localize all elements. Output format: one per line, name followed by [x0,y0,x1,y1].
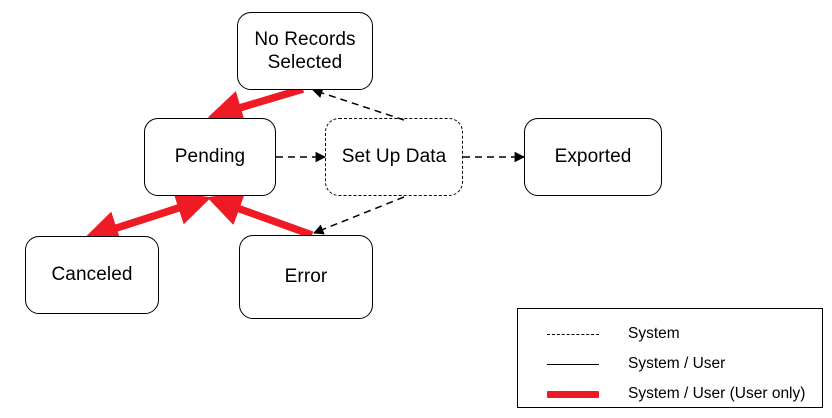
legend: System System / User System / User (User… [517,308,823,408]
node-label-no-records-selected: No Records Selected [254,28,356,73]
edge-error-to-pending [206,192,314,239]
edge-set-up-data-to-no-records-selected [312,87,405,121]
node-label-exported: Exported [554,146,632,168]
edge-no-records-selected-to-pending [207,85,305,125]
legend-label-system-user-user-only: System / User (User only) [628,385,806,402]
node-exported[interactable]: Exported [524,118,662,196]
node-set-up-data[interactable]: Set Up Data [325,118,463,196]
node-label-error: Error [284,266,328,288]
node-label-pending: Pending [174,146,246,168]
node-no-records-selected[interactable]: No Records Selected [237,12,373,90]
legend-swatch-dashed-line-wrap [518,333,628,335]
edge-set-up-data-to-error [313,196,405,235]
legend-swatch-dashed-line [547,333,599,335]
legend-swatch-solid-line-wrap [518,363,628,365]
legend-row-system-user: System / User [518,351,822,377]
legend-swatch-thick-red-line [547,390,599,398]
node-error[interactable]: Error [239,235,373,319]
legend-swatch-thick-red-line-wrap [518,390,628,398]
node-pending[interactable]: Pending [144,118,276,196]
legend-label-system-user: System / User [628,355,726,372]
legend-row-system: System [518,321,822,347]
legend-label-system: System [628,325,680,342]
node-canceled[interactable]: Canceled [25,236,159,314]
edge-pending-canceled [83,191,212,245]
node-label-canceled: Canceled [51,264,133,286]
legend-row-system-user-user-only: System / User (User only) [518,381,822,407]
legend-swatch-solid-line [547,363,599,365]
node-label-set-up-data: Set Up Data [341,146,447,168]
